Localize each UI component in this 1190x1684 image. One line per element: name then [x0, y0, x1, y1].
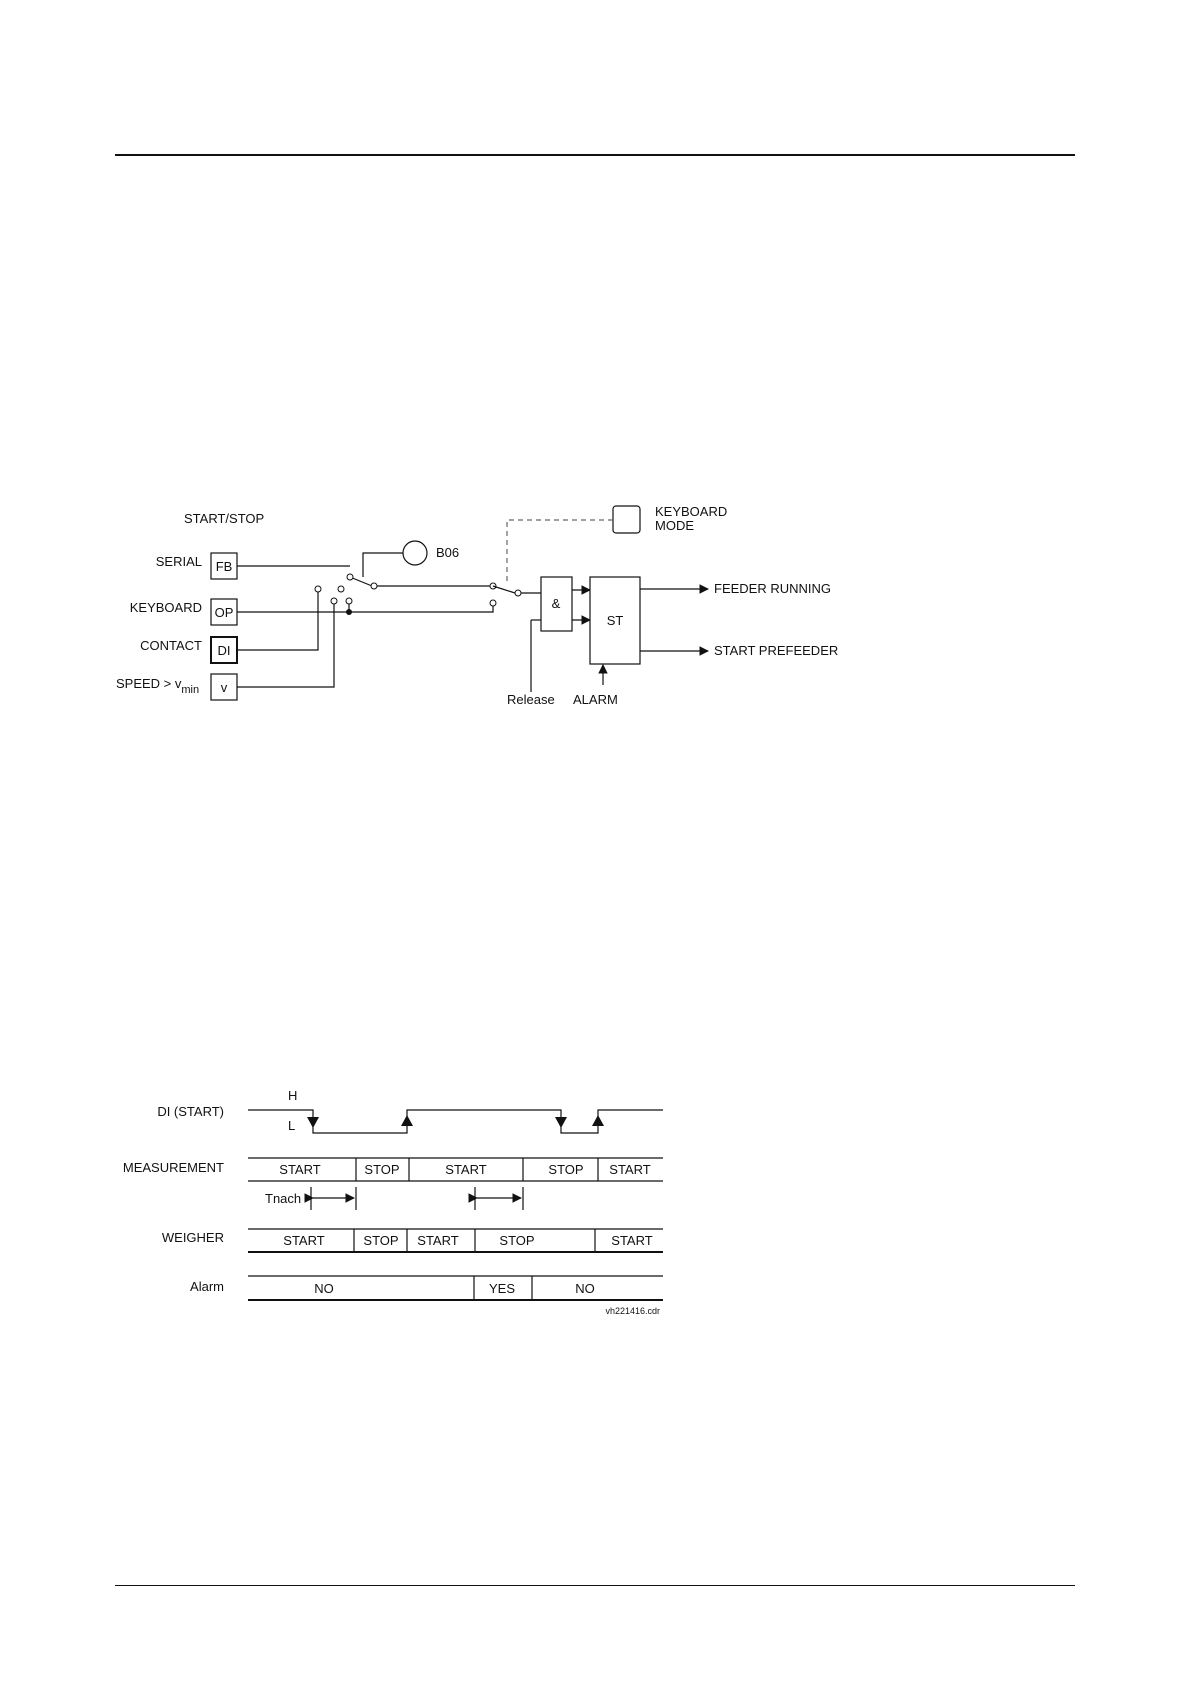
keyboard-mode-link — [507, 520, 613, 583]
measurement-seg-2: STOP — [364, 1162, 399, 1177]
input-label-contact: CONTACT — [140, 638, 202, 653]
timing-diagram: DI (START) MEASUREMENT WEIGHER Alarm H L… — [123, 1088, 663, 1316]
wire-keyboard — [237, 606, 493, 612]
switch-1-pivot — [371, 583, 377, 589]
measurement-seg-3: START — [445, 1162, 486, 1177]
b06-selector — [403, 541, 427, 565]
falling-edge-2 — [555, 1117, 567, 1128]
block-v-label: v — [221, 680, 228, 695]
release-label: Release — [507, 692, 555, 707]
rising-edge-1 — [401, 1115, 413, 1126]
measurement-seg-5: START — [609, 1162, 650, 1177]
st-block-label: ST — [607, 613, 624, 628]
measurement-seg-1: START — [279, 1162, 320, 1177]
weigher-seg-2: STOP — [363, 1233, 398, 1248]
tnach-label: Tnach — [265, 1191, 301, 1206]
weigher-label: WEIGHER — [162, 1230, 224, 1245]
switch-2-lever — [493, 586, 515, 593]
keyboard-mode-line2: MODE — [655, 518, 694, 533]
alarm-seg-1: NO — [314, 1281, 334, 1296]
level-low-label: L — [288, 1118, 295, 1133]
alarm-label: ALARM — [573, 692, 618, 707]
b06-label: B06 — [436, 545, 459, 560]
logic-diagram: START/STOP SERIAL KEYBOARD CONTACT SPEED… — [116, 504, 838, 707]
alarm-row-label: Alarm — [190, 1279, 224, 1294]
block-fb-label: FB — [216, 559, 233, 574]
output-start-prefeeder: START PREFEEDER — [714, 643, 838, 658]
keyboard-mode-box — [613, 506, 640, 533]
switch-1-lever — [350, 577, 372, 586]
input-label-serial: SERIAL — [156, 554, 202, 569]
block-op-label: OP — [215, 605, 234, 620]
alarm-seg-2: YES — [489, 1281, 515, 1296]
and-gate-label: & — [552, 596, 561, 611]
di-start-label: DI (START) — [157, 1104, 224, 1119]
rising-edge-2 — [592, 1115, 604, 1126]
measurement-seg-4: STOP — [548, 1162, 583, 1177]
file-name: vh221416.cdr — [605, 1306, 660, 1316]
start-stop-heading: START/STOP — [184, 511, 264, 526]
block-di-label: DI — [218, 643, 231, 658]
switch-2-pivot — [515, 590, 521, 596]
b06-linkage — [363, 553, 403, 577]
weigher-seg-5: START — [611, 1233, 652, 1248]
falling-edge-1 — [307, 1117, 319, 1128]
level-high-label: H — [288, 1088, 297, 1103]
weigher-seg-4: STOP — [499, 1233, 534, 1248]
output-feeder-running: FEEDER RUNNING — [714, 581, 831, 596]
wire-contact — [237, 592, 318, 650]
weigher-seg-3: START — [417, 1233, 458, 1248]
alarm-seg-3: NO — [575, 1281, 595, 1296]
junction-dot — [346, 609, 352, 615]
wire-speed — [237, 604, 334, 687]
input-label-keyboard: KEYBOARD — [130, 600, 202, 615]
keyboard-mode-line1: KEYBOARD — [655, 504, 727, 519]
weigher-seg-1: START — [283, 1233, 324, 1248]
measurement-label: MEASUREMENT — [123, 1160, 224, 1175]
input-label-speed: SPEED > vmin — [116, 676, 199, 696]
